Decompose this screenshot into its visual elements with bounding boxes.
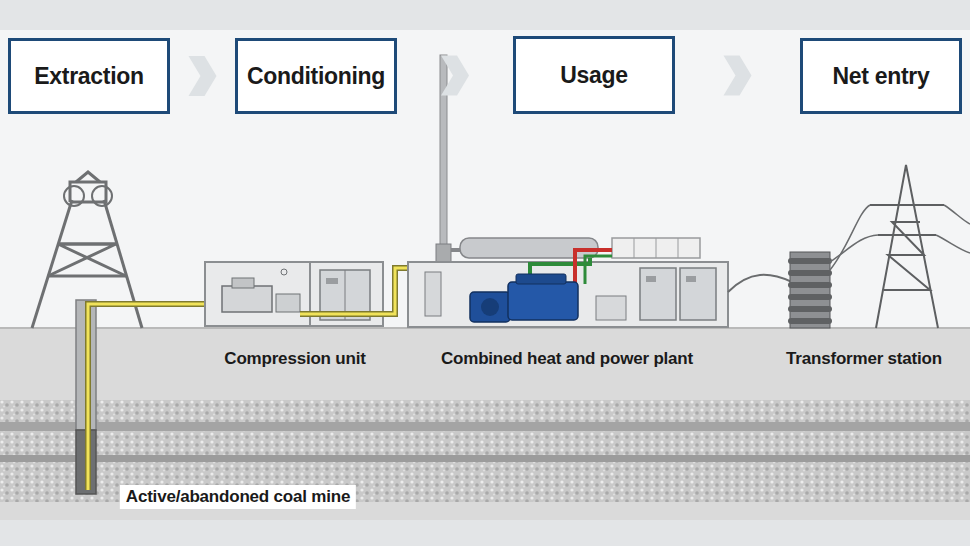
- radiator-line: [656, 238, 657, 258]
- headframe-brace: [48, 244, 126, 276]
- top-strip: [0, 0, 970, 30]
- bottom-strip: [0, 520, 970, 546]
- sheave-wheel: [64, 186, 84, 206]
- part-label: Transformer station: [786, 349, 942, 369]
- headframe-top: [70, 182, 106, 202]
- gauge-symbol: [281, 269, 287, 275]
- power-cable: [728, 275, 792, 292]
- power-line: [830, 205, 970, 270]
- gas-pipe: [88, 298, 216, 490]
- chimney: [440, 55, 447, 262]
- connector-line: [675, 75, 800, 76]
- control-cabinet: [425, 272, 441, 316]
- pylon-arm: [870, 204, 944, 206]
- switch-cabinet: [640, 268, 676, 320]
- mine-label: Active/abandoned coal mine: [120, 485, 356, 509]
- gas-pipe: [88, 298, 216, 490]
- coal-seam: [0, 422, 970, 431]
- transformer-coil: [788, 306, 832, 312]
- power-pylon: [870, 165, 944, 328]
- stage-title: Net entry: [833, 63, 930, 90]
- heat-pipe: [585, 256, 612, 284]
- stage-title: Conditioning: [247, 63, 385, 90]
- connector-line: [397, 75, 513, 76]
- part-label: Combined heat and power plant: [441, 349, 693, 369]
- stage-title: Extraction: [34, 63, 143, 90]
- ground: [0, 328, 970, 520]
- transformer-coil: [788, 270, 832, 276]
- stage-box: Usage: [513, 36, 675, 114]
- power-line: [936, 235, 970, 253]
- compressor-symbol: [276, 294, 300, 312]
- stage-box: Conditioning: [235, 38, 397, 114]
- flow-chevron: [724, 56, 752, 96]
- radiator-line: [634, 238, 635, 258]
- transformer-coil: [788, 282, 832, 288]
- switch-cabinet: [680, 268, 716, 320]
- rock-layer: [0, 400, 970, 422]
- power-line: [944, 205, 970, 224]
- pylon-leg: [876, 165, 938, 328]
- connector-line: [170, 76, 235, 77]
- transformer-coil: [788, 318, 832, 324]
- flow-chevron: [441, 56, 469, 96]
- coal-seam: [0, 455, 970, 462]
- generator-symbol: [470, 292, 510, 322]
- pylon-arm: [878, 234, 936, 236]
- radiator-line: [678, 238, 679, 258]
- transformer: [788, 252, 832, 328]
- flow-chevron: [170, 56, 235, 96]
- chp-building: [408, 262, 728, 327]
- flow-chevron: [675, 56, 800, 96]
- stage-title: Usage: [560, 62, 628, 89]
- transformer-coil: [788, 258, 832, 264]
- stage-box: Extraction: [8, 38, 170, 114]
- part-label: Compression unit: [224, 349, 365, 369]
- generator-detail: [481, 298, 499, 316]
- radiator: [612, 238, 700, 258]
- engine-head: [516, 274, 566, 284]
- headframe-brace: [48, 275, 126, 278]
- cabinet-display: [326, 278, 338, 284]
- gas-engine-symbol: [508, 282, 578, 320]
- headframe-leg: [32, 200, 72, 328]
- chimney-base: [436, 244, 451, 262]
- headframe-leg: [104, 200, 142, 328]
- auxiliary-unit: [596, 296, 626, 320]
- power-line: [830, 205, 870, 270]
- cabinet-display: [646, 276, 656, 282]
- compressor-symbol: [232, 278, 254, 288]
- stage-box: Net entry: [800, 38, 962, 114]
- power-line: [830, 235, 878, 262]
- rock-layer: [0, 431, 970, 455]
- sheave-wheel: [92, 186, 112, 206]
- cabinet-display: [686, 276, 696, 282]
- exhaust-pipe: [451, 248, 460, 252]
- headframe-roof: [76, 172, 100, 182]
- compressor-symbol: [222, 286, 272, 312]
- transformer-coil: [788, 294, 832, 300]
- heat-pipe: [575, 250, 612, 284]
- pylon-brace: [884, 222, 930, 290]
- flow-chevron: [189, 56, 217, 96]
- flow-chevron: [397, 56, 513, 96]
